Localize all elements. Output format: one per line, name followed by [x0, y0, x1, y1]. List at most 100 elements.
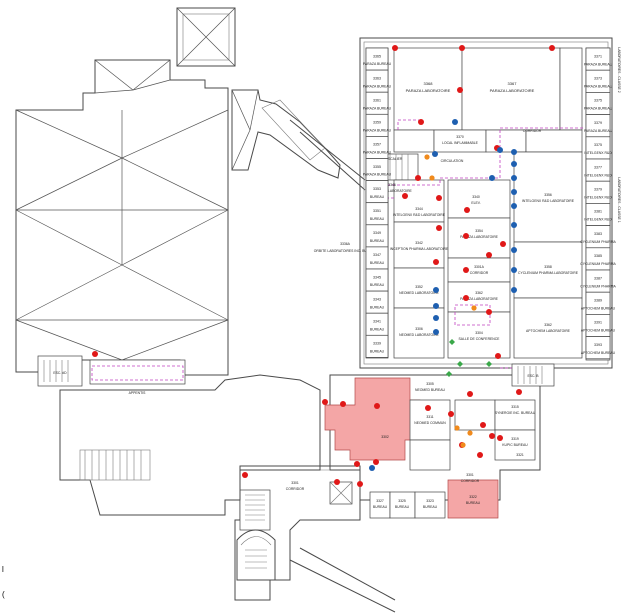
alarm-station-icon — [471, 305, 477, 311]
left-room-name: BUREAU — [370, 239, 385, 243]
label-3305-num: 3305 — [426, 382, 434, 386]
label-3304-num: 3304 — [475, 331, 483, 335]
sprinkler-valve-icon — [511, 161, 517, 167]
right-room-name: CYCLENIUM PHARMA — [580, 284, 616, 288]
fire-extinguisher-icon — [464, 207, 470, 213]
label-3354-num: 3354 — [475, 229, 483, 233]
right-room-10 — [585, 269, 611, 293]
left-room-num: 3363 — [373, 76, 381, 80]
left-room-11 — [365, 290, 389, 314]
right-room-13 — [585, 336, 611, 360]
right-room-num: 3385 — [594, 254, 602, 258]
alarm-station-icon — [424, 154, 430, 160]
roof-wing — [15, 59, 229, 376]
roof-tower — [176, 7, 236, 67]
stair-esc-b — [500, 363, 555, 387]
right-room-num: 3375 — [594, 99, 602, 103]
right-room-num: 3389 — [594, 299, 602, 303]
sprinkler-valve-icon — [511, 175, 517, 181]
lower-block — [240, 374, 541, 519]
label-esc-b: ESC. B — [527, 374, 539, 378]
stair-esc-d — [37, 355, 83, 387]
left-room-name: BUREAU — [370, 261, 385, 265]
label-escalier: ESCALIER — [386, 157, 403, 161]
label-sw-corridor-name: CORRIDOR — [286, 487, 305, 491]
label-sw-corridor-num: 3301 — [291, 481, 299, 485]
label-3301a-name: CORRIDOR — [470, 271, 489, 275]
sprinkler-valve-icon — [511, 267, 517, 273]
fire-extinguisher-icon — [489, 433, 495, 439]
fire-extinguisher-icon — [92, 351, 98, 357]
roof-section-east — [231, 89, 341, 179]
label-3322-num: 3322 — [469, 495, 477, 499]
right-room-12 — [585, 314, 611, 337]
left-room-num: 3351 — [373, 209, 381, 213]
alarm-station-icon — [460, 442, 466, 448]
label-3315-name: SYNERGIE INC. BUREAU — [495, 411, 536, 415]
fire-extinguisher-icon — [392, 45, 398, 51]
fire-extinguisher-icon — [402, 193, 408, 199]
left-room-13 — [365, 334, 389, 358]
left-room-5 — [365, 158, 389, 181]
sprinkler-valve-icon — [511, 222, 517, 228]
label-3352-num: 3352 — [415, 285, 423, 289]
right-room-name: INTELGENX R&D — [584, 196, 612, 200]
right-room-num: 3379 — [594, 188, 602, 192]
label-appentis: APPENTIS — [129, 391, 147, 395]
lab-3362 — [513, 297, 583, 359]
label-3327-num: 3327 — [376, 499, 384, 503]
left-room-name: BUREAU — [370, 305, 385, 309]
right-room-num: 3379 — [594, 121, 602, 125]
fire-extinguisher-icon — [436, 225, 442, 231]
lab-3368 — [393, 47, 463, 131]
label-3358-name: CYCLENIUM PHARMA LABORATOIRE — [518, 271, 579, 275]
right-room-name: CYCLENIUM PHARMA — [580, 262, 616, 266]
fire-extinguisher-icon — [497, 435, 503, 441]
fire-extinguisher-icon — [322, 399, 328, 405]
label-elev-name: ELEV. — [471, 201, 480, 205]
alarm-station-icon — [454, 425, 460, 431]
label-lab-3368-num: 3368 — [424, 81, 434, 86]
alarm-station-icon — [429, 175, 435, 181]
sprinkler-valve-icon — [433, 287, 439, 293]
label-3301-name: CORRIDOR — [461, 479, 480, 483]
label-3342-name: INCEPTION PHARMA LABORATOIRE — [390, 247, 449, 251]
left-room-num: 3357 — [373, 143, 381, 147]
label-3323-num: 3323 — [426, 499, 434, 503]
fire-extinguisher-icon — [373, 459, 379, 465]
fire-extinguisher-icon — [436, 195, 442, 201]
right-room-num: 3391 — [594, 321, 602, 325]
fire-extinguisher-icon — [425, 405, 431, 411]
label-lab-3368-name: PARAZA LABORATOIRE — [406, 88, 451, 93]
sprinkler-valve-icon — [433, 303, 439, 309]
left-room-num: 3345 — [373, 275, 381, 279]
right-room-num: 3377 — [594, 165, 602, 169]
right-room-5 — [585, 158, 611, 182]
right-room-name: PARAZA BUREAU — [584, 62, 613, 66]
right-room-num: 3393 — [594, 343, 602, 347]
left-room-2 — [365, 91, 389, 115]
sprinkler-valve-icon — [489, 175, 495, 181]
fire-extinguisher-icon — [415, 175, 421, 181]
label-lab-3367-num: 3367 — [508, 81, 518, 86]
salle-conference — [447, 311, 511, 359]
label-elev-num: 3340 — [472, 195, 480, 199]
label-circulation: CIRCULATION — [441, 159, 464, 163]
highlight-zone — [324, 377, 421, 461]
label-paraza3-num: 3362 — [475, 291, 483, 295]
exit-marker-icon — [486, 361, 492, 367]
left-room-num: 3341 — [373, 319, 381, 323]
left-room-1 — [365, 69, 389, 93]
sprinkler-valve-icon — [511, 149, 517, 155]
lab-3344 — [393, 179, 445, 223]
label-neomed-num: 3346 — [388, 183, 396, 187]
label-3352-name: NEOMED LABORATOIRE — [399, 291, 439, 295]
safety-markers — [92, 45, 555, 487]
right-room-name: CYCLENIUM PHARMA — [580, 240, 616, 244]
right-room-4 — [585, 136, 611, 160]
fire-extinguisher-icon — [374, 403, 380, 409]
lower-left-structures — [37, 355, 321, 516]
left-room-name: BUREAU — [370, 283, 385, 287]
label-3322-name: BUREAU — [466, 501, 481, 505]
